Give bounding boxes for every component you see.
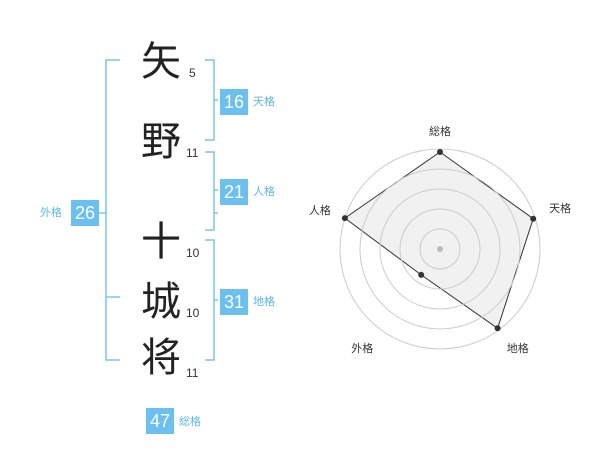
radar-axis-label-4: 人格	[309, 203, 331, 217]
radar-area	[344, 151, 534, 330]
chikaku-label: 地格	[253, 295, 275, 308]
radar-point-1	[530, 215, 537, 222]
radar-axis-label-1: 天格	[549, 201, 571, 215]
name-char-3: 十	[141, 219, 181, 265]
stroke-count-4: 10	[186, 306, 200, 320]
radar-ring	[359, 168, 521, 330]
radar-ring	[419, 228, 461, 270]
radar-axis-label-3: 外格	[351, 341, 373, 355]
jinkaku-label: 人格	[253, 185, 275, 198]
chikaku-value: 31	[220, 289, 248, 315]
soukaku-label: 総格	[179, 415, 201, 428]
radar-axis-label-0: 総格	[429, 124, 451, 138]
name-char-4: 城	[141, 279, 181, 325]
stroke-count-1: 5	[189, 66, 196, 80]
radar-point-0	[437, 149, 443, 155]
radar-point-4	[341, 215, 348, 222]
radar-center	[437, 246, 443, 252]
name-char-2: 野	[141, 119, 181, 165]
radar-axis-label-2: 地格	[507, 341, 529, 355]
jinkaku-bracket	[205, 151, 215, 231]
tenkaku-value: 16	[220, 89, 248, 115]
name-char-5: 将	[141, 335, 181, 381]
stroke-count-2: 11	[186, 146, 199, 160]
stroke-count-5: 11	[186, 366, 199, 380]
name-char-1: 矢	[141, 39, 181, 85]
gaikaku-bracket	[105, 59, 120, 361]
radar-ring	[399, 208, 481, 290]
soukaku-value: 47	[146, 408, 174, 434]
radar-point-3	[418, 271, 425, 278]
stroke-count-3: 10	[186, 246, 200, 260]
gaikaku-value: 26	[71, 200, 99, 226]
gaikaku-label: 外格	[40, 206, 62, 219]
jinkaku-value: 21	[220, 179, 248, 205]
radar-point-2	[494, 325, 501, 332]
tenkaku-label: 天格	[253, 95, 275, 108]
radar-ring	[379, 188, 501, 310]
